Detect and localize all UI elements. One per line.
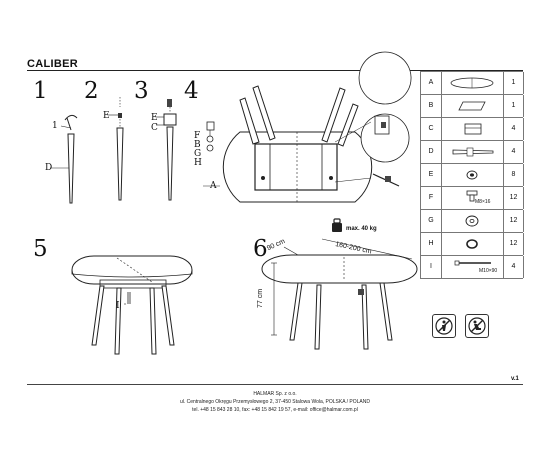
step5-table-illustration (71, 255, 193, 355)
parts-row-H: H 12 (420, 233, 524, 256)
parts-row-A: A 1 (420, 71, 524, 95)
no-sitting-icon (465, 314, 489, 338)
step-number-5: 5 (33, 236, 48, 262)
bolt-icon: M8×16 (441, 187, 503, 209)
table-top-oval-icon (441, 72, 503, 94)
parts-row-B: B 1 (420, 95, 524, 118)
spring-washer-icon (441, 233, 503, 255)
step4-underside-illustration (203, 51, 412, 203)
part-qty: 4 (503, 256, 524, 278)
height-dimension: 77 cm (257, 288, 264, 308)
part-letter: C (420, 118, 442, 140)
footer-company: HALMAR Sp. z o.o. (253, 391, 297, 397)
footer-address: ul. Centralnego Okręgu Przemysłowego 2, … (179, 399, 370, 405)
bolt-size-label: M8×16 (475, 199, 491, 205)
no-standing-icon (432, 314, 456, 338)
step2-leg-illustration (108, 97, 124, 201)
long-bolt-icon: M10×90 (441, 256, 503, 278)
step4-callout-F: F (194, 131, 201, 141)
parts-row-G: G 12 (420, 210, 524, 233)
part-letter: B (420, 95, 442, 117)
long-bolt-size-label: M10×90 (479, 268, 498, 274)
version-label: v.1 (511, 376, 519, 382)
parts-row-E: E 8 (420, 164, 524, 187)
part-letter: A (420, 72, 442, 94)
step-number-4: 4 (184, 78, 199, 104)
part-qty: 1 (503, 95, 524, 117)
max-load-label: max. 40 kg (346, 226, 377, 232)
step2-callout-E: E (103, 111, 110, 121)
step4-callout-A: A (210, 181, 217, 191)
part-qty: 12 (503, 210, 524, 232)
bottom-rule (27, 384, 523, 385)
parts-row-D: D 4 (420, 141, 524, 164)
step1-callout-1: 1 (52, 121, 58, 131)
parts-row-C: C 4 (420, 118, 524, 141)
part-letter: F (420, 187, 442, 209)
step4-callout-G: G (194, 149, 202, 159)
step-number-6: 6 (253, 236, 268, 262)
step-number-3: 3 (134, 78, 149, 104)
step-number-1: 1 (33, 78, 48, 104)
step3-leg-illustration (156, 99, 177, 201)
washer-icon (441, 210, 503, 232)
step3-callout-C: C (151, 123, 158, 133)
nut-icon (441, 164, 503, 186)
step4-callout-H: H (194, 158, 202, 168)
parts-row-F: F M8×16 12 (420, 187, 524, 210)
part-letter: I (420, 256, 442, 278)
step1-leg-illustration (50, 114, 78, 204)
leg-icon (441, 141, 503, 163)
part-letter: D (420, 141, 442, 163)
part-qty: 12 (503, 233, 524, 255)
part-letter: H (420, 233, 442, 255)
parts-list: A 1 B 1 C 4 D (420, 71, 524, 279)
footer: HALMAR Sp. z o.o. ul. Centralnego Okręgu… (100, 390, 450, 414)
part-letter: E (420, 164, 442, 186)
part-qty: 4 (503, 118, 524, 140)
part-letter: G (420, 210, 442, 232)
step5-callout-I: I (116, 301, 120, 311)
part-qty: 1 (503, 72, 524, 94)
step4-callout-B: B (194, 140, 201, 150)
extension-leaf-icon (441, 95, 503, 117)
leg-bracket-icon (441, 118, 503, 140)
weight-icon (332, 218, 342, 232)
document-title: CALIBER (27, 58, 78, 70)
step-number-2: 2 (84, 78, 99, 104)
part-qty: 4 (503, 141, 524, 163)
parts-row-I: I M10×90 4 (420, 256, 524, 279)
title-rule (27, 70, 523, 71)
part-qty: 8 (503, 164, 524, 186)
step6-table-illustration (261, 238, 418, 350)
part-qty: 12 (503, 187, 524, 209)
footer-contact: tel. +48 15 843 28 10, fax: +48 15 842 1… (192, 407, 358, 413)
step1-callout-D: D (45, 163, 53, 173)
step3-callout-E: E (151, 113, 158, 123)
